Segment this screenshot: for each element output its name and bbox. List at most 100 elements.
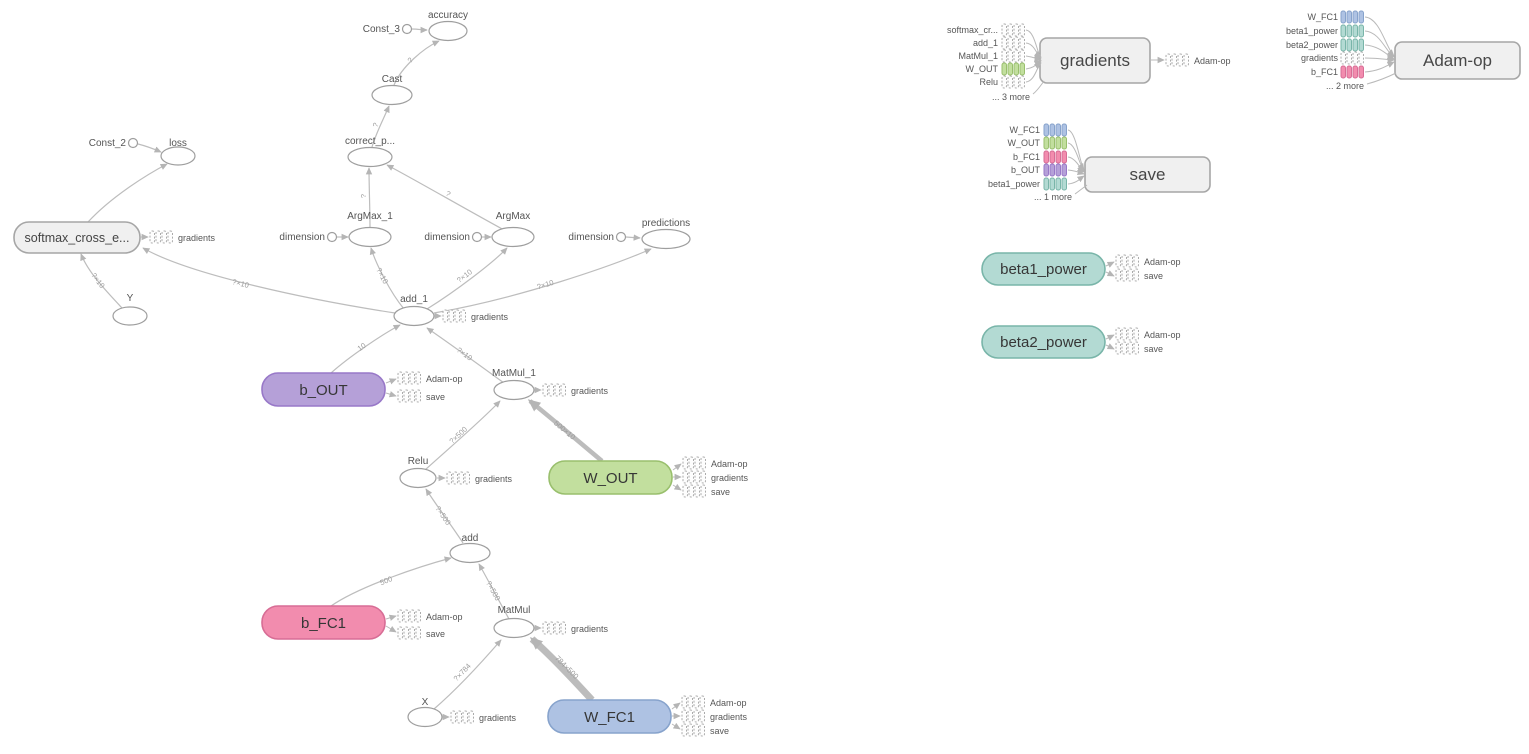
node-dimension-2[interactable]: dimension (424, 231, 483, 243)
aux-node-adam-op[interactable]: Adam-op (1394, 41, 1521, 80)
node-shape (348, 226, 392, 248)
node-shape (493, 617, 535, 639)
node-w-fc1[interactable]: W_FC1 (547, 699, 672, 734)
proxy-stack-icon (1001, 49, 1025, 63)
stub-connector (1366, 72, 1397, 85)
stub-softmax-gradients[interactable]: gradients (141, 230, 216, 244)
node-argmax[interactable]: ArgMax (491, 211, 535, 248)
node-softmax-cross-entropy[interactable]: softmax_cross_e... (13, 221, 141, 254)
proxy-stack-icon (1043, 150, 1067, 164)
stub-beta2-save[interactable]: save (1105, 341, 1163, 355)
node-add-1[interactable]: add_1 (393, 294, 435, 327)
node-shape (493, 379, 535, 401)
stub-matmul1-gradients[interactable]: gradients (534, 383, 609, 397)
stub-label: Adam-op (426, 374, 463, 384)
edge-label: 10 (356, 341, 368, 353)
stub-gradients-adamop[interactable]: Adam-op (1151, 53, 1231, 67)
node-beta2-power[interactable]: beta2_power (981, 325, 1106, 359)
node-w-out[interactable]: W_OUT (548, 460, 673, 495)
stub-wfc1-gradients[interactable]: gradients (672, 709, 748, 723)
node-x[interactable]: X (407, 697, 443, 728)
node-accuracy[interactable]: accuracy (428, 10, 468, 42)
node-shape (112, 306, 148, 326)
node-relu[interactable]: Relu (399, 456, 437, 489)
node-matmul-1[interactable]: MatMul_1 (492, 368, 536, 401)
node-b-out[interactable]: b_OUT (261, 372, 386, 407)
edge-dimension-predictions (625, 234, 641, 241)
stub-x-gradients[interactable]: gradients (442, 710, 517, 724)
node-b-fc1[interactable]: b_FC1 (261, 605, 386, 640)
node-label: beta2_power (1000, 334, 1087, 351)
aux-gradients-input-wout[interactable]: W_OUT (966, 60, 1042, 76)
aux-gradients-input-relu[interactable]: Relu (979, 62, 1042, 89)
proxy-stack-icon (397, 626, 421, 640)
stub-connector (671, 722, 681, 730)
stub-connector (1025, 62, 1042, 83)
edge-y-softmax (80, 253, 123, 309)
stub-wout-save[interactable]: save (672, 483, 730, 498)
node-label: W_OUT (583, 470, 637, 487)
aux-adamop-input-bfc1[interactable]: b_FC1 (1311, 61, 1395, 79)
aux-adamop-more[interactable]: ... 2 more (1326, 72, 1397, 91)
stub-wout-adamop[interactable]: Adam-op (672, 456, 748, 471)
stub-matmul-gradients[interactable]: gradients (534, 621, 609, 635)
node-label: beta1_power (1000, 261, 1087, 278)
aux-save-input-beta1[interactable]: beta1_power (988, 175, 1085, 191)
aux-node-gradients[interactable]: gradients (1039, 37, 1151, 84)
aux-adamop-input-gradients[interactable]: gradients (1301, 51, 1395, 65)
stub-beta2-adamop[interactable]: Adam-op (1105, 327, 1181, 341)
node-argmax-1[interactable]: ArgMax_1 (347, 211, 393, 248)
node-cast[interactable]: Cast (371, 74, 413, 106)
node-dimension-1[interactable]: dimension (279, 231, 338, 243)
node-shape (160, 146, 196, 166)
node-add[interactable]: add (449, 533, 491, 564)
aux-node-save[interactable]: save (1084, 156, 1211, 193)
node-const-2[interactable]: Const_2 (89, 137, 139, 149)
node-label: Relu (408, 456, 429, 467)
proxy-stack-icon (397, 371, 421, 385)
aux-gradients-input-matmul1[interactable]: MatMul_1 (958, 49, 1042, 63)
stub-connector (1364, 56, 1395, 64)
edge-label: ? (359, 194, 368, 198)
node-const-3[interactable]: Const_3 (363, 23, 413, 35)
edge-argmax-correctp (386, 164, 505, 231)
node-shape (981, 325, 1106, 359)
stub-beta1-save[interactable]: save (1105, 268, 1163, 282)
node-y[interactable]: Y (112, 293, 148, 326)
proxy-stack-icon (1340, 51, 1364, 65)
stub-add1-gradients[interactable]: gradients (434, 309, 509, 323)
stub-connector (385, 391, 397, 398)
node-dimension-3[interactable]: dimension (568, 231, 627, 243)
aux-gradients-more[interactable]: ... 3 more (992, 80, 1045, 102)
node-matmul[interactable]: MatMul (493, 605, 535, 639)
stub-connector (1364, 16, 1395, 57)
stub-beta1-adamop[interactable]: Adam-op (1105, 254, 1181, 268)
node-shape (1084, 156, 1211, 193)
stub-bfc1-save[interactable]: save (385, 625, 445, 640)
node-label: loss (169, 138, 187, 149)
node-shape (428, 20, 468, 42)
node-label: predictions (642, 218, 690, 229)
stub-wfc1-save[interactable]: save (671, 722, 729, 737)
proxy-stack-icon (1001, 23, 1025, 37)
stub-bout-save[interactable]: save (385, 389, 445, 403)
node-shape (981, 252, 1106, 286)
proxy-stack-icon (1340, 65, 1364, 79)
stub-wfc1-adamop[interactable]: Adam-op (671, 695, 747, 710)
proxy-stack-icon (397, 609, 421, 623)
stub-bout-adamop[interactable]: Adam-op (385, 371, 463, 385)
edge-const2-loss (137, 143, 162, 153)
stub-label: MatMul_1 (958, 51, 998, 61)
stub-relu-gradients[interactable]: gradients (437, 471, 513, 485)
stub-connector (385, 625, 397, 633)
aux-save-input-bout[interactable]: b_OUT (1011, 163, 1085, 177)
node-predictions[interactable]: predictions (641, 218, 691, 250)
node-loss[interactable]: loss (160, 138, 196, 166)
node-correct-prediction[interactable]: correct_p... (345, 136, 395, 168)
node-beta1-power[interactable]: beta1_power (981, 252, 1106, 286)
proxy-stack-icon (1043, 136, 1067, 150)
stub-wout-gradients[interactable]: gradients (673, 470, 749, 484)
aux-save-more[interactable]: ... 1 more (1034, 184, 1088, 202)
stub-bfc1-adamop[interactable]: Adam-op (385, 609, 463, 623)
edge-label: ?×10 (89, 271, 106, 290)
